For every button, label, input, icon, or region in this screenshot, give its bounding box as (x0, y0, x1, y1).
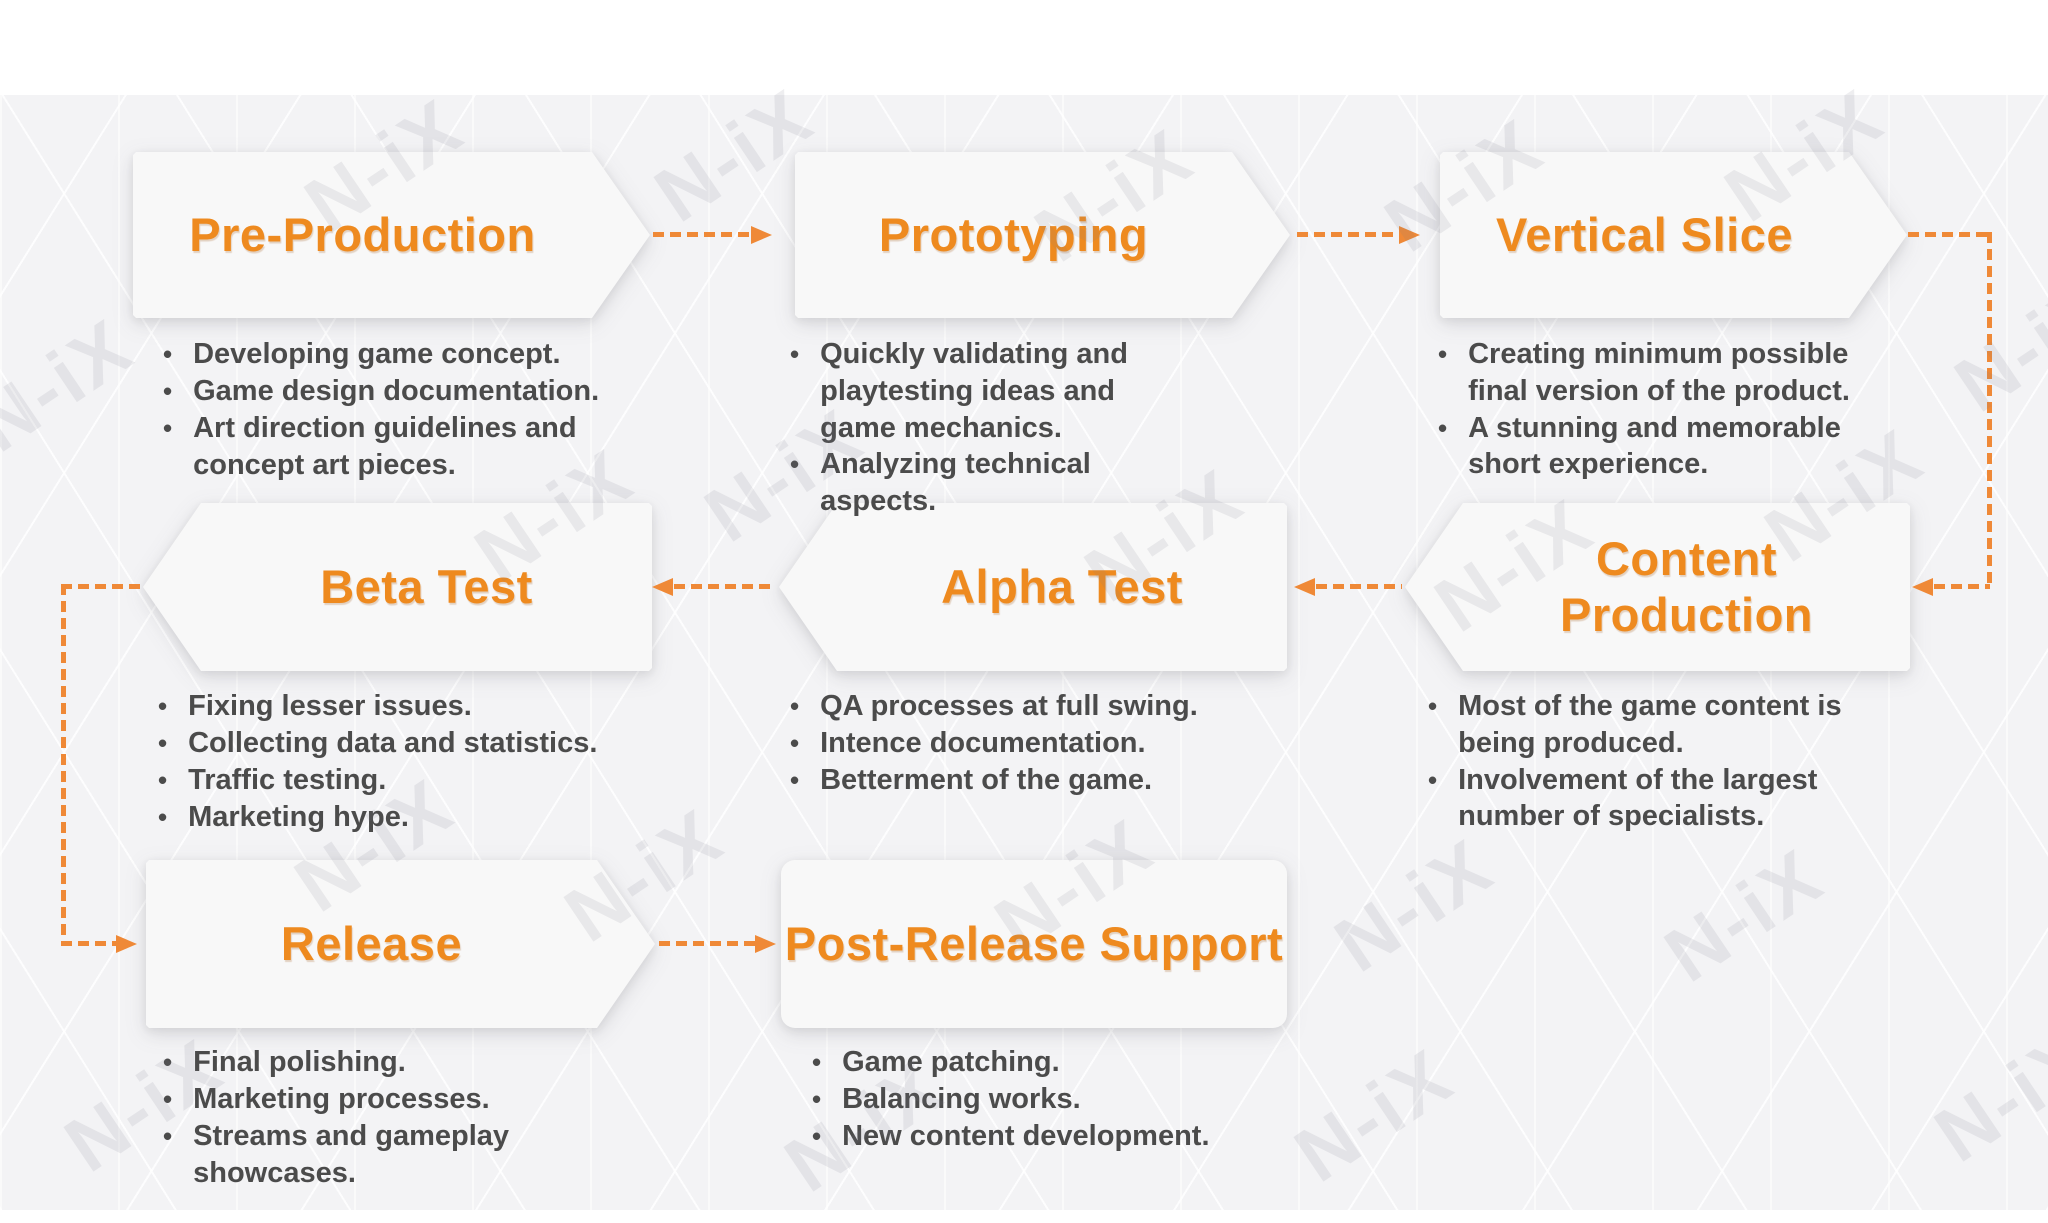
bullet-item: Streams and gameplay showcases. (163, 1118, 528, 1192)
stage-shape: Pre-Production (133, 152, 650, 318)
bullet-list-beta-test: Fixing lesser issues. Collecting data an… (158, 688, 643, 836)
footer-band (0, 1210, 2048, 1223)
connector-right-vertical (1987, 232, 1992, 587)
arrowhead-right-icon (116, 935, 137, 953)
stage-title: Pre-Production (189, 207, 536, 261)
bullet-list-release: Final polishing. Marketing processes. St… (163, 1044, 528, 1191)
stage-pre-production: Pre-Production (133, 152, 650, 318)
arrowhead-right-icon (1399, 226, 1420, 244)
bullet-item: Developing game concept. (163, 336, 608, 373)
stage-title: Alpha Test (941, 559, 1183, 613)
stage-content-production: Content Production (1405, 503, 1910, 671)
stage-beta-test: Beta Test (143, 503, 652, 671)
stage-title: Beta Test (320, 559, 533, 613)
bullet-item: Betterment of the game. (790, 762, 1245, 799)
bullet-item: Art direction guidelines and concept art… (163, 410, 608, 484)
bullet-item: New content development. (812, 1118, 1247, 1155)
bullet-item: Most of the game content is being produc… (1428, 688, 1868, 762)
stage-prototyping: Prototyping (795, 152, 1290, 318)
bullet-item: Game design documentation. (163, 373, 608, 410)
arrowhead-left-icon (652, 578, 673, 596)
bullet-item: Traffic testing. (158, 762, 643, 799)
arrowhead-left-icon (1912, 578, 1933, 596)
bullet-item: Intence documentation. (790, 725, 1245, 762)
connector-proto-to-vslice (1297, 232, 1399, 237)
bullet-list-alpha-test: QA processes at full swing. Intence docu… (790, 688, 1245, 799)
stage-post-release-support: Post-Release Support (781, 860, 1287, 1028)
stage-shape: Prototyping (795, 152, 1290, 318)
bullet-list-post-release-support: Game patching. Balancing works. New cont… (812, 1044, 1247, 1155)
stage-shape: Content Production (1405, 503, 1910, 671)
connector-alpha-to-beta (674, 584, 776, 589)
stage-vertical-slice: Vertical Slice (1440, 152, 1907, 318)
stage-title: Vertical Slice (1495, 207, 1794, 261)
bullet-item: Analyzing technical aspects. (790, 446, 1195, 520)
bullet-item: Balancing works. (812, 1081, 1247, 1118)
bullet-item: Marketing processes. (163, 1081, 528, 1118)
bullet-item: QA processes at full swing. (790, 688, 1245, 725)
connector-beta-out (61, 584, 141, 589)
stage-title: Prototyping (878, 207, 1149, 261)
bullet-item: Involvement of the largest number of spe… (1428, 762, 1868, 836)
stage-title: Content Production (1559, 531, 1814, 641)
stage-shape: Vertical Slice (1440, 152, 1907, 318)
bullet-list-prototyping: Quickly validating and playtesting ideas… (790, 336, 1195, 520)
stage-title: Post-Release Support (784, 916, 1284, 970)
connector-into-content-production (1934, 584, 1990, 589)
bullet-item: Game patching. (812, 1044, 1247, 1081)
arrowhead-right-icon (755, 935, 776, 953)
bullet-list-vertical-slice: Creating minimum possible final version … (1438, 336, 1863, 483)
bullet-item: Collecting data and statistics. (158, 725, 643, 762)
stage-title: Release (280, 916, 463, 970)
connector-pre-to-proto (653, 232, 751, 237)
stage-shape: Beta Test (143, 503, 652, 671)
bullet-item: Quickly validating and playtesting ideas… (790, 336, 1195, 446)
bullet-item: Creating minimum possible final version … (1438, 336, 1863, 410)
connector-cp-to-alpha (1316, 584, 1402, 589)
bullet-item: Marketing hype. (158, 799, 643, 836)
arrowhead-right-icon (751, 226, 772, 244)
connector-vslice-out (1908, 232, 1992, 237)
bullet-item: Final polishing. (163, 1044, 528, 1081)
bullet-item: Fixing lesser issues. (158, 688, 643, 725)
bullet-item: A stunning and memorable short experienc… (1438, 410, 1863, 484)
stage-shape: Post-Release Support (781, 860, 1287, 1028)
bullet-list-pre-production: Developing game concept. Game design doc… (163, 336, 608, 483)
stage-shape: Alpha Test (779, 503, 1287, 671)
connector-into-release (61, 941, 116, 946)
stage-shape: Release (146, 860, 655, 1028)
connector-left-vertical (61, 584, 66, 944)
connector-release-to-prs (659, 941, 755, 946)
stage-alpha-test: Alpha Test (779, 503, 1287, 671)
stage-release: Release (146, 860, 655, 1028)
bullet-list-content-production: Most of the game content is being produc… (1428, 688, 1868, 835)
arrowhead-left-icon (1294, 578, 1315, 596)
